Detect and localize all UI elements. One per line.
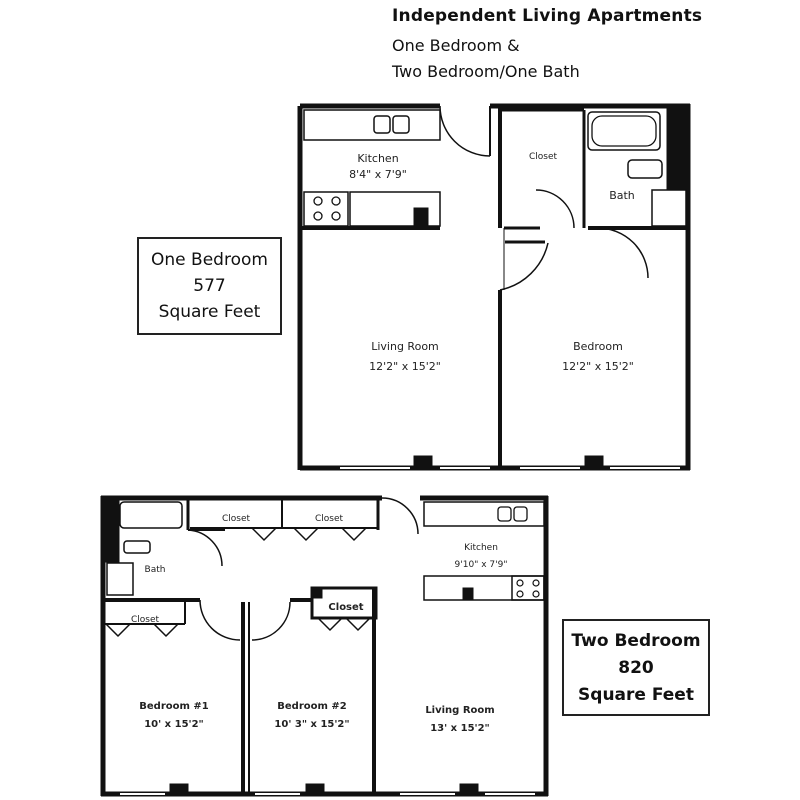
sink xyxy=(627,159,663,179)
subtitle-one-bedroom: One Bedroom & xyxy=(392,36,520,55)
burner xyxy=(532,579,540,587)
kitchen-dims: 9'10" x 7'9" xyxy=(455,560,508,570)
door-swing xyxy=(535,189,575,229)
counter xyxy=(423,575,545,601)
unit-type: Two Bedroom xyxy=(571,631,701,651)
door-swing xyxy=(499,242,549,291)
door-swing xyxy=(251,601,291,641)
door-swing xyxy=(597,227,649,279)
dishwasher xyxy=(413,207,429,227)
stove xyxy=(303,191,349,227)
square-feet-label: Square Feet xyxy=(578,685,694,705)
bath-label: Bath xyxy=(145,565,166,575)
plan-one-bedroom xyxy=(297,103,691,471)
wall-block xyxy=(666,103,690,191)
bifold-door xyxy=(293,527,319,542)
heater xyxy=(584,455,604,469)
subtitle-two-bedroom: Two Bedroom/One Bath xyxy=(392,62,580,81)
bifold-door xyxy=(345,617,371,632)
bifold-door xyxy=(251,527,277,542)
bathtub xyxy=(119,501,183,529)
kitchen-counter xyxy=(423,501,545,527)
kitchen-counter xyxy=(303,109,441,141)
bedroom-label: Bedroom xyxy=(573,340,623,353)
closet-label: Closet xyxy=(131,615,160,625)
tub-basin xyxy=(591,115,657,147)
bifold-door xyxy=(105,623,131,638)
bedroom1-dims: 10' x 15'2" xyxy=(144,719,204,730)
bedroom-dims: 12'2" x 15'2" xyxy=(562,360,634,373)
wall-block xyxy=(311,587,323,599)
living-room-dims: 12'2" x 15'2" xyxy=(369,360,441,373)
sink-basin xyxy=(513,506,528,522)
door-swing xyxy=(439,105,491,157)
square-footage: 820 xyxy=(618,658,654,678)
burner xyxy=(313,211,323,221)
square-feet-label: Square Feet xyxy=(158,302,261,322)
square-footage: 577 xyxy=(193,276,226,296)
sink-basin xyxy=(497,506,512,522)
heater xyxy=(459,783,479,797)
closet-label: Closet xyxy=(222,514,251,524)
door-swing xyxy=(381,497,419,535)
closet-label: Closet xyxy=(315,514,344,524)
burner xyxy=(516,590,524,598)
toilet xyxy=(651,189,687,227)
living-room-dims: 13' x 15'2" xyxy=(430,723,490,734)
heater xyxy=(413,455,433,469)
unit-type: One Bedroom xyxy=(151,250,268,270)
heater xyxy=(305,783,325,797)
living-room-label: Living Room xyxy=(371,340,439,353)
bifold-door xyxy=(153,623,179,638)
kitchen-label: Kitchen xyxy=(464,543,498,553)
burner xyxy=(331,196,341,206)
burner xyxy=(313,196,323,206)
heater xyxy=(169,783,189,797)
stove xyxy=(511,575,545,601)
kitchen-label: Kitchen xyxy=(357,152,398,165)
closet-label: Closet xyxy=(328,602,363,613)
door-swing xyxy=(187,529,223,567)
toilet xyxy=(106,562,134,596)
kitchen-dims: 8'4" x 7'9" xyxy=(349,168,407,181)
sink-basin xyxy=(373,115,391,134)
plan-two-bedroom xyxy=(100,495,549,797)
dishwasher xyxy=(462,587,474,601)
sink xyxy=(123,540,151,554)
one-bedroom-summary-box: One Bedroom 577 Square Feet xyxy=(137,237,282,335)
bedroom2-dims: 10' 3" x 15'2" xyxy=(274,719,349,730)
sink-basin xyxy=(392,115,410,134)
living-room-label: Living Room xyxy=(425,705,494,716)
burner xyxy=(516,579,524,587)
bath-label: Bath xyxy=(609,189,635,202)
closet-label: Closet xyxy=(529,152,558,162)
door-swing xyxy=(199,599,241,641)
two-bedroom-summary-box: Two Bedroom 820 Square Feet xyxy=(562,619,710,716)
burner xyxy=(331,211,341,221)
bifold-door xyxy=(317,617,343,632)
burner xyxy=(532,590,540,598)
bedroom1-label: Bedroom #1 xyxy=(139,701,209,712)
bedroom2-label: Bedroom #2 xyxy=(277,701,347,712)
page-title: Independent Living Apartments xyxy=(392,6,703,26)
bathtub xyxy=(587,111,661,151)
wall-block xyxy=(102,495,120,563)
bifold-door xyxy=(341,527,367,542)
